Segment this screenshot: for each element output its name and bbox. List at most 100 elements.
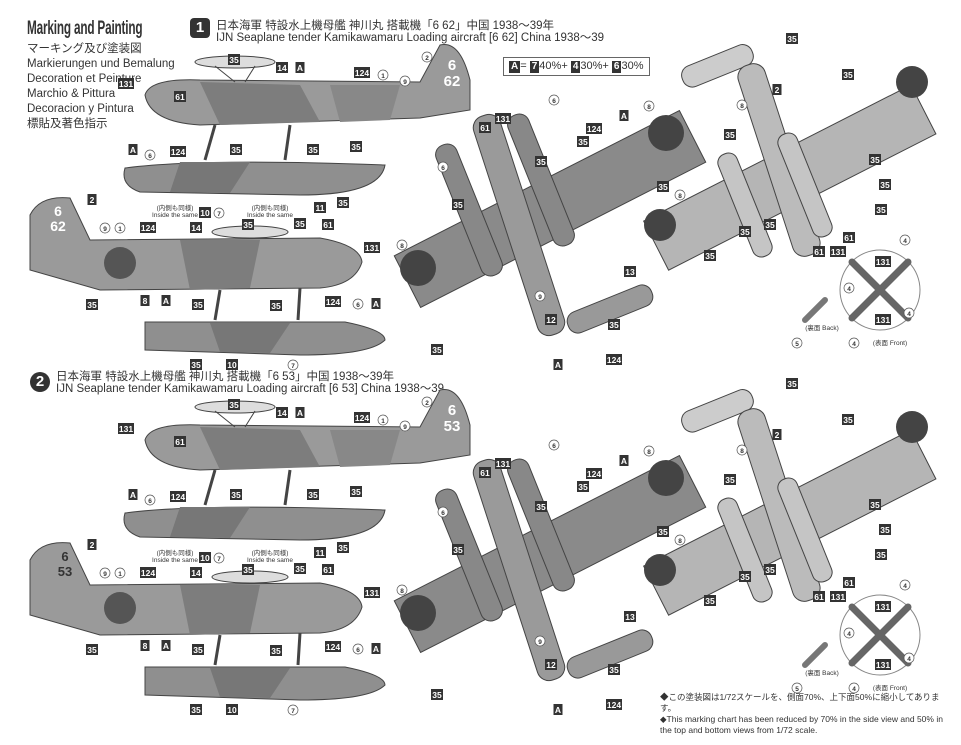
legend-color-7: 7 xyxy=(529,61,540,73)
callout-marker xyxy=(295,407,305,418)
callout-8: 8 xyxy=(396,584,408,596)
callout-label: 9 xyxy=(103,226,107,233)
callout-marker xyxy=(118,78,134,89)
callout-marker xyxy=(843,577,855,588)
callout-label: 131 xyxy=(365,588,379,598)
tail-code-bottom: 62 xyxy=(444,73,461,90)
callout-marker xyxy=(843,627,855,639)
callout-10: 10 xyxy=(226,704,238,715)
callout-label: 35 xyxy=(351,142,361,152)
callout-label: 124 xyxy=(587,124,601,134)
callout-label: 8 xyxy=(740,103,744,110)
callout-marker xyxy=(242,219,254,230)
inside-note-jp: (内側も同様) xyxy=(252,548,289,557)
callout-35: 35 xyxy=(307,489,319,500)
callout-marker xyxy=(431,344,443,355)
callout-label: 2 xyxy=(90,540,95,550)
callout-marker xyxy=(314,202,326,213)
callout-label: 6 xyxy=(552,98,556,105)
callout-marker xyxy=(190,567,202,578)
callout-label: 131 xyxy=(831,592,845,602)
page-title: Marking and Painting xyxy=(27,18,143,39)
callout-2: 2 xyxy=(421,51,433,63)
callout-A: A xyxy=(553,704,563,715)
callout-label: 124 xyxy=(141,568,155,578)
callout-35: 35 xyxy=(192,299,204,310)
callout-A: A xyxy=(371,643,381,654)
callout-marker xyxy=(545,659,557,670)
callout-label: 35 xyxy=(432,690,442,700)
callout-label: 12 xyxy=(546,315,556,325)
callout-label: 35 xyxy=(308,145,318,155)
callout-marker xyxy=(371,643,381,654)
callout-marker xyxy=(736,99,748,111)
callout-marker xyxy=(322,564,334,575)
callout-marker xyxy=(608,319,620,330)
callout-35: 35 xyxy=(270,300,282,311)
callout-label: 35 xyxy=(351,487,361,497)
callout-4: 4 xyxy=(899,234,911,246)
callout-label: 10 xyxy=(227,360,237,370)
callout-marker xyxy=(87,539,97,550)
callout-label: 61 xyxy=(175,92,185,102)
callout-label: 4 xyxy=(847,631,851,638)
callout-9: 9 xyxy=(399,75,411,87)
callout-marker xyxy=(830,246,846,257)
callout-label: 9 xyxy=(403,79,407,86)
callout-marker xyxy=(577,481,589,492)
callout-marker xyxy=(294,563,306,574)
callout-marker xyxy=(128,489,138,500)
callout-2: 2 xyxy=(772,429,782,440)
callout-35: 35 xyxy=(230,144,242,155)
callout-label: 131 xyxy=(876,602,890,612)
callout-label: 14 xyxy=(277,408,287,418)
callout-label: 14 xyxy=(191,223,201,233)
callout-label: 131 xyxy=(496,114,510,124)
callout-label: 35 xyxy=(191,360,201,370)
section-2-en: IJN Seaplane tender Kamikawamaru Loading… xyxy=(56,383,445,395)
prop-front-label: (表面 Front) xyxy=(873,338,907,347)
callout-label: 61 xyxy=(175,437,185,447)
callout-marker xyxy=(377,414,389,426)
callout-label: 35 xyxy=(705,596,715,606)
callout-marker xyxy=(371,298,381,309)
callout-marker xyxy=(879,524,891,535)
callout-marker xyxy=(586,468,602,479)
callout-marker xyxy=(86,644,98,655)
callout-marker xyxy=(170,491,186,502)
callout-marker xyxy=(786,33,798,44)
callout-marker xyxy=(764,219,776,230)
callout-marker xyxy=(903,307,915,319)
callout-label: 4 xyxy=(907,656,911,663)
callout-marker xyxy=(624,611,636,622)
callout-marker xyxy=(190,704,202,715)
callout-marker xyxy=(399,420,411,432)
callout-marker xyxy=(270,300,282,311)
aircraft-set-1 xyxy=(30,42,936,355)
callout-8: 8 xyxy=(643,445,655,457)
callout-131: 131 xyxy=(875,256,891,267)
callout-marker xyxy=(230,144,242,155)
callout-6: 6 xyxy=(352,643,364,655)
callout-35: 35 xyxy=(86,299,98,310)
callout-35: 35 xyxy=(86,644,98,655)
callout-marker xyxy=(875,314,891,325)
callout-35: 35 xyxy=(307,144,319,155)
callout-1: 1 xyxy=(114,222,126,234)
callout-label: 61 xyxy=(844,233,854,243)
callout-marker xyxy=(674,534,686,546)
callout-label: 61 xyxy=(844,578,854,588)
callout-124: 124 xyxy=(354,412,370,423)
callout-124: 124 xyxy=(586,123,602,134)
footnote-jp: ◆この塗装図は1/72スケールを、側面70%、上下面50%に縮小してあります。 xyxy=(660,692,940,713)
callout-label: 131 xyxy=(876,660,890,670)
callout-35: 35 xyxy=(842,414,854,425)
callout-label: 7 xyxy=(217,556,221,563)
legend-pct-3: 30% xyxy=(621,60,644,72)
tail-code-top: 6 xyxy=(54,203,62,219)
callout-35: 35 xyxy=(739,226,751,237)
callout-marker xyxy=(479,122,491,133)
callout-35: 35 xyxy=(350,486,362,497)
callout-8: 8 xyxy=(140,640,150,651)
callout-label: 35 xyxy=(870,500,880,510)
